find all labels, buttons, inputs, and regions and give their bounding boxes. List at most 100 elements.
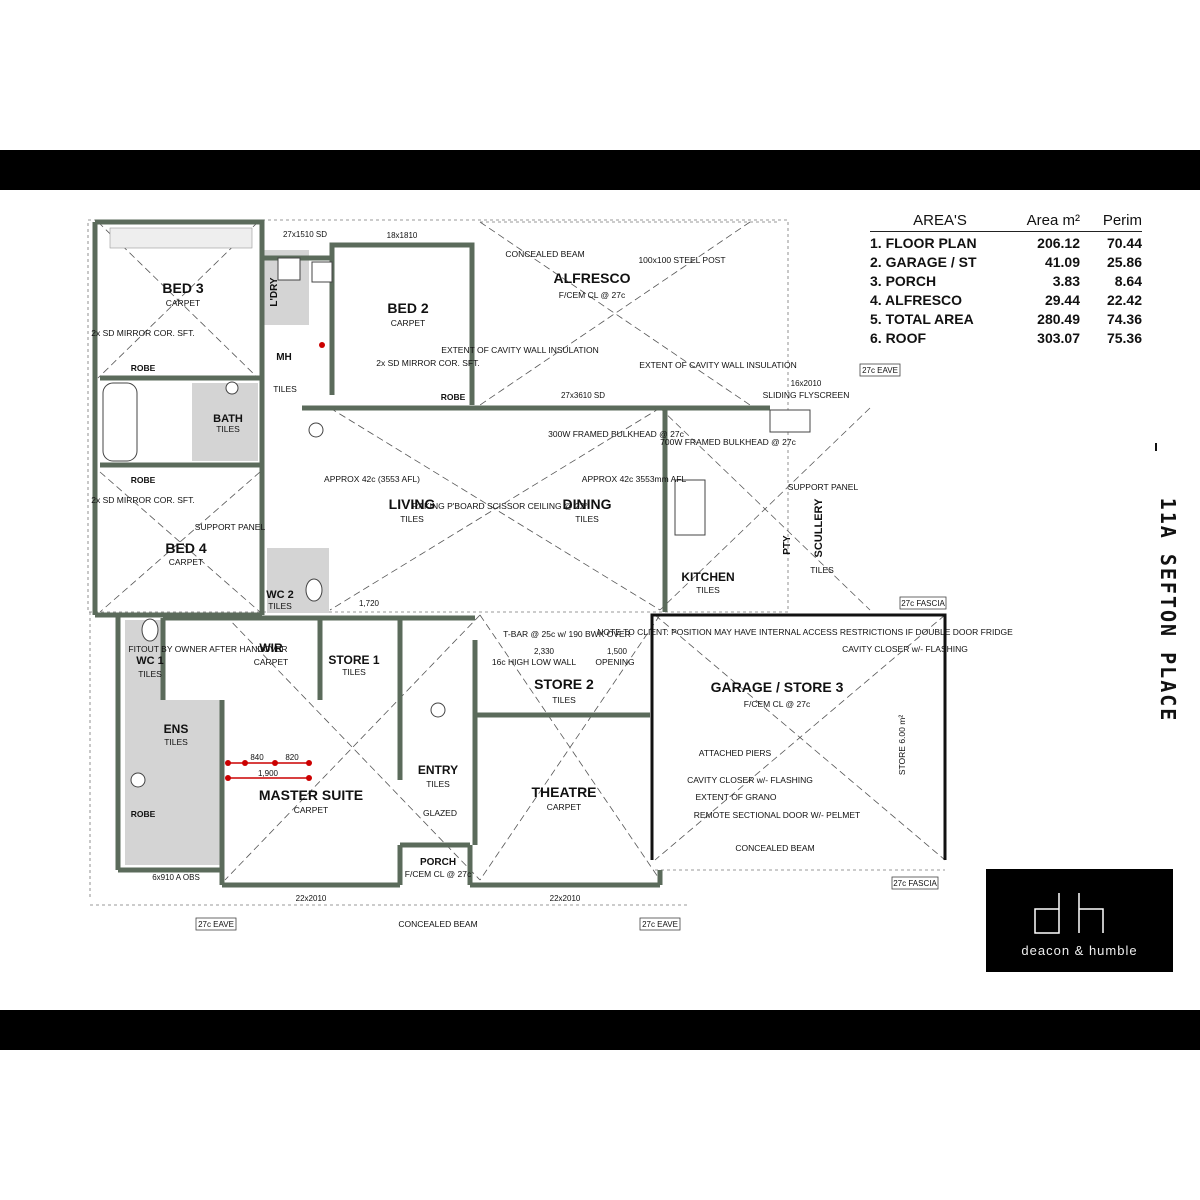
fascia-label-1: 27c FASCIA bbox=[893, 879, 937, 888]
note-cavity-closer-1: CAVITY CLOSER w/- FLASHING bbox=[842, 644, 968, 654]
area-row-name: 4. ALFRESCO bbox=[870, 292, 963, 308]
eave-label-1: 27c EAVE bbox=[198, 920, 234, 929]
property-title: 11A SEFTON PLACE bbox=[1148, 480, 1188, 740]
dim-9: 1,900 bbox=[258, 769, 279, 778]
note-approx-2: APPROX 42c 3553mm AFL bbox=[582, 474, 687, 484]
dim-13: 1,720 bbox=[359, 599, 380, 608]
tiles-label: TILES bbox=[273, 384, 297, 394]
note-tbar: T-BAR @ 25c w/ 190 BWK OVER bbox=[503, 629, 631, 639]
marker-lines bbox=[228, 762, 309, 779]
area-row-perim: 25.86 bbox=[1106, 254, 1142, 270]
living-label: LIVING bbox=[389, 496, 436, 512]
note-steel-post: 100x100 STEEL POST bbox=[638, 255, 725, 265]
note-opening: OPENING bbox=[595, 657, 634, 667]
dining-label: DINING bbox=[563, 496, 612, 512]
walls bbox=[92, 219, 770, 888]
bed2-finish: CARPET bbox=[391, 318, 425, 328]
area-row-perim: 8.64 bbox=[1114, 273, 1142, 289]
robe-label-4: ROBE bbox=[131, 809, 156, 819]
area-header-area: Area m² bbox=[1026, 212, 1080, 229]
entry-label: ENTRY bbox=[418, 763, 458, 777]
garage-walls bbox=[650, 613, 947, 860]
note-grano: EXTENT OF GRANO bbox=[695, 792, 776, 802]
area-row-name: 6. ROOF bbox=[870, 330, 927, 346]
master-label: MASTER SUITE bbox=[259, 787, 363, 803]
note-concealed-beam-top: CONCEALED BEAM bbox=[505, 249, 584, 259]
robe-label-2: ROBE bbox=[131, 475, 156, 485]
garage-label: GARAGE / STORE 3 bbox=[711, 679, 844, 695]
note-cavity-insulation-1: EXTENT OF CAVITY WALL INSULATION bbox=[441, 345, 598, 355]
wir-label: WIR bbox=[259, 641, 283, 655]
kitchen-label: KITCHEN bbox=[681, 570, 734, 584]
note-sliding-flyscreen: SLIDING FLYSCREEN bbox=[763, 390, 850, 400]
dim-3: 27x3610 SD bbox=[561, 391, 605, 400]
bed4-label: BED 4 bbox=[165, 540, 206, 556]
ldry-label: L'DRY bbox=[269, 277, 280, 307]
area-row-name: 2. GARAGE / ST bbox=[870, 254, 977, 270]
living-finish: TILES bbox=[400, 514, 424, 524]
area-row: 6. ROOF 303.07 75.36 bbox=[870, 330, 1142, 346]
scullery-label: SCULLERY bbox=[813, 498, 825, 558]
note-client: NOTE TO CLIENT: POSITION MAY HAVE INTERN… bbox=[597, 627, 1013, 637]
note-raking-ceiling: RAKING P'BOARD SCISSOR CEILING @ 22° bbox=[412, 501, 588, 511]
bed4-finish: CARPET bbox=[169, 557, 203, 567]
note-low-wall: 16c HIGH LOW WALL bbox=[492, 657, 577, 667]
note-approx-1: APPROX 42c (3553 AFL) bbox=[324, 474, 420, 484]
kitchen-finish: TILES bbox=[696, 585, 720, 595]
dim-11: 820 bbox=[285, 753, 299, 762]
wc1-finish: TILES bbox=[138, 669, 162, 679]
bed3-label: BED 3 bbox=[162, 280, 203, 296]
note-mirror-2: 2x SD MIRROR COR. SFT. bbox=[91, 495, 194, 505]
pty-label: PTY bbox=[782, 535, 793, 555]
diagonal-roof-lines bbox=[97, 221, 946, 881]
porch-label: PORCH bbox=[420, 857, 456, 868]
note-support-panel-1: SUPPORT PANEL bbox=[195, 522, 266, 532]
scullery-finish: TILES bbox=[810, 565, 834, 575]
porch-finish: F/CEM CL @ 27c bbox=[405, 869, 472, 879]
alfresco-finish: F/CEM CL @ 27c bbox=[559, 290, 626, 300]
note-attached-piers: ATTACHED PIERS bbox=[699, 748, 772, 758]
area-header-name: AREA'S bbox=[913, 212, 967, 229]
bath-finish: TILES bbox=[216, 424, 240, 434]
store1-label: STORE 1 bbox=[328, 653, 379, 667]
property-title-text: 11A SEFTON PLACE bbox=[1156, 497, 1180, 723]
area-row-perim: 75.36 bbox=[1106, 330, 1142, 346]
dim-5: 22x2010 bbox=[296, 894, 327, 903]
dim-7: 2,330 bbox=[534, 647, 555, 656]
area-row-name: 3. PORCH bbox=[870, 273, 937, 289]
eave-label-2: 27c EAVE bbox=[642, 920, 678, 929]
note-fitout: FITOUT BY OWNER AFTER HANDOVER bbox=[128, 644, 287, 654]
wc2-finish: TILES bbox=[268, 601, 292, 611]
note-store-area: STORE 6.00 m² bbox=[897, 715, 907, 775]
dim-6: 22x2010 bbox=[550, 894, 581, 903]
area-row: 1. FLOOR PLAN 206.12 70.44 bbox=[870, 235, 1142, 251]
area-row-area: 29.44 bbox=[1044, 292, 1080, 308]
dim-1: 27x1510 SD bbox=[283, 230, 327, 239]
note-glazed: GLAZED bbox=[423, 808, 457, 818]
note-mirror-3: 2x SD MIRROR COR. SFT. bbox=[376, 358, 479, 368]
area-row-area: 41.09 bbox=[1044, 254, 1080, 270]
store1-finish: TILES bbox=[342, 667, 366, 677]
note-bulkhead-1: 300W FRAMED BULKHEAD @ 27c bbox=[548, 429, 684, 439]
area-row-area: 3.83 bbox=[1052, 273, 1080, 289]
entry-finish: TILES bbox=[426, 779, 450, 789]
store2-finish: TILES bbox=[552, 695, 576, 705]
fixtures bbox=[102, 257, 811, 788]
bed3-finish: CARPET bbox=[166, 298, 200, 308]
bed2-label: BED 2 bbox=[387, 300, 428, 316]
area-row: 5. TOTAL AREA 280.49 74.36 bbox=[870, 311, 1142, 327]
garage-finish: F/CEM CL @ 27c bbox=[744, 699, 811, 709]
dim-12: 6x910 A OBS bbox=[152, 873, 200, 882]
area-row-area: 303.07 bbox=[1037, 330, 1080, 346]
eave-label-3: 27c EAVE bbox=[862, 366, 898, 375]
note-concealed-beam-porch: CONCEALED BEAM bbox=[398, 919, 477, 929]
robe-label-3: ROBE bbox=[441, 392, 466, 402]
dim-8: 1,500 bbox=[607, 647, 628, 656]
bottom-black-bar bbox=[0, 1010, 1200, 1050]
bath-label: BATH bbox=[213, 413, 243, 425]
note-concealed-beam-garage: CONCEALED BEAM bbox=[735, 843, 814, 853]
note-mirror-1: 2x SD MIRROR COR. SFT. bbox=[91, 328, 194, 338]
area-row-name: 5. TOTAL AREA bbox=[870, 311, 974, 327]
area-header-perim: Perim bbox=[1102, 212, 1142, 229]
